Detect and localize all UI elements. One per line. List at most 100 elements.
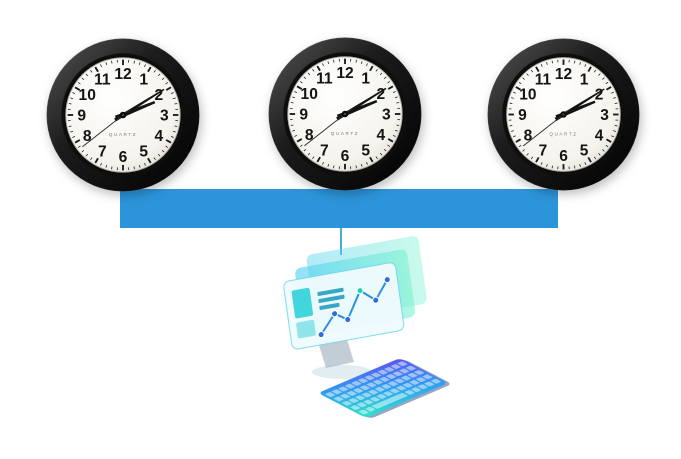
keyboard-key xyxy=(417,384,428,390)
screen-card xyxy=(296,319,316,339)
clock-brand-label: QUARTZ xyxy=(331,131,359,136)
clock-numeral: 11 xyxy=(316,71,333,88)
keyboard-key xyxy=(422,374,433,380)
clock-numeral: 11 xyxy=(94,72,111,89)
keyboard-key xyxy=(361,392,372,398)
keyboard-key xyxy=(370,396,381,402)
keyboard xyxy=(320,359,450,418)
clock-numeral: 10 xyxy=(301,86,319,103)
keyboard-key xyxy=(373,379,383,385)
clock-numeral: 8 xyxy=(305,127,314,144)
clock-numeral: 1 xyxy=(139,72,148,89)
keyboard-key xyxy=(384,366,395,372)
chart-point xyxy=(372,296,380,304)
keyboard-key xyxy=(409,380,420,385)
keyboard-key xyxy=(355,395,366,401)
keyboard-key xyxy=(399,368,410,374)
clock-numeral: 11 xyxy=(535,71,552,88)
keyboard-key xyxy=(350,405,361,411)
keyboard-key xyxy=(397,361,408,367)
keyboard-key xyxy=(364,375,375,381)
keyboard-key xyxy=(415,377,426,383)
keyboard-spacebar xyxy=(371,392,408,409)
clock-numeral: 5 xyxy=(580,142,589,159)
keyboard-key xyxy=(368,389,379,395)
keyboard-key xyxy=(404,389,415,395)
clock-numeral: 6 xyxy=(559,148,568,165)
keyboard-key xyxy=(359,385,370,391)
chart-point xyxy=(317,331,325,339)
keyboard-key xyxy=(390,364,401,369)
keyboard-key xyxy=(353,388,364,393)
keyboard-key xyxy=(379,376,390,382)
screen-text-line xyxy=(317,287,344,297)
clock-numeral: 10 xyxy=(519,86,536,103)
keyboard-key xyxy=(338,386,349,392)
clock-numeral: 12 xyxy=(336,65,354,82)
clock-numeral: 6 xyxy=(119,149,128,166)
keyboard-key xyxy=(407,372,418,378)
keyboard-key xyxy=(381,384,392,389)
clock-numeral: 7 xyxy=(539,142,548,159)
keyboard-key xyxy=(424,381,435,387)
clock-numeral: 5 xyxy=(139,143,148,160)
monitor-screens xyxy=(283,236,427,350)
keyboard-key xyxy=(387,381,398,387)
clock-numeral: 12 xyxy=(114,66,132,83)
clock-numeral: 2 xyxy=(376,86,385,103)
clock-numeral: 9 xyxy=(518,107,527,124)
clock-numeral: 9 xyxy=(299,106,308,123)
keyboard-key xyxy=(389,388,400,394)
clock-numeral: 4 xyxy=(154,128,163,145)
clock-brand-label: QUARTZ xyxy=(109,132,137,137)
keyboard-key xyxy=(374,386,385,392)
clock-numeral: 12 xyxy=(555,66,572,83)
keyboard-key xyxy=(363,399,374,405)
clock-numeral: 8 xyxy=(83,128,92,145)
keyboard-key xyxy=(386,374,397,379)
clock-numeral: 7 xyxy=(98,143,107,160)
keyboard-key xyxy=(396,385,407,391)
keyboard-key xyxy=(346,390,357,396)
keyboard-key xyxy=(414,370,425,375)
clock-numeral: 5 xyxy=(361,142,370,159)
screen-back xyxy=(306,236,427,323)
connector-line xyxy=(340,228,342,255)
keyboard-key xyxy=(430,378,441,384)
keyboard-key xyxy=(376,394,387,399)
keyboard-key xyxy=(358,409,369,415)
keyboard-key xyxy=(351,380,362,386)
screen-middle xyxy=(295,249,416,336)
chart-point xyxy=(344,316,352,324)
clock-numeral: 4 xyxy=(376,127,385,144)
screen-text-line xyxy=(319,302,340,311)
keyboard-key xyxy=(344,383,355,389)
keyboard-key xyxy=(340,393,351,399)
timeline-bar xyxy=(120,189,558,228)
keyboard-key xyxy=(356,402,367,408)
monitor-stand xyxy=(318,336,354,368)
clock-numeral: 4 xyxy=(595,127,604,144)
chart-point xyxy=(331,310,339,318)
keyboard-key xyxy=(365,406,376,412)
clock-numeral: 2 xyxy=(595,86,604,103)
chart-point xyxy=(356,287,364,295)
stand-shadow xyxy=(312,365,372,379)
keyboard-key xyxy=(371,372,382,378)
keyboard-key xyxy=(392,371,403,377)
keyboard-key xyxy=(348,398,359,403)
keyboard-key xyxy=(331,389,342,395)
keyboard-key xyxy=(394,378,405,384)
screen-front xyxy=(283,262,405,350)
clock-numeral: 1 xyxy=(361,71,370,88)
keyboard-edge xyxy=(324,360,450,418)
clock-numeral: 1 xyxy=(580,71,589,88)
clock-numeral: 6 xyxy=(341,148,350,165)
keyboard-key xyxy=(402,382,413,388)
